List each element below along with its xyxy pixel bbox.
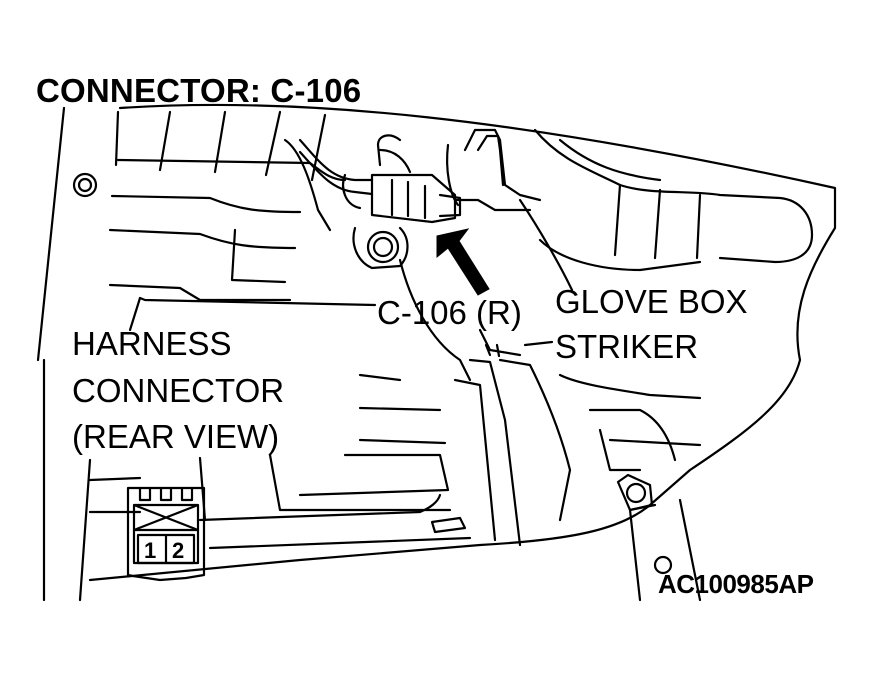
dashboard-outline <box>36 106 66 362</box>
connector-id-label: C-106 (R) <box>377 294 522 331</box>
glove-box-label-line2: STRIKER <box>555 328 699 365</box>
connector-body <box>370 173 457 224</box>
bolt-lower-right <box>625 482 647 504</box>
harness-label-line3: (REAR VIEW) <box>72 418 280 455</box>
bracket-oval <box>430 516 467 534</box>
harness-label-line2: CONNECTOR <box>72 372 285 409</box>
bolt-center <box>366 230 400 264</box>
diagram-title: CONNECTOR: C-106 <box>36 72 362 109</box>
glove-box-label-line1: GLOVE BOX <box>555 283 748 320</box>
harness-wire <box>298 138 374 182</box>
leader-glove-box <box>518 198 574 292</box>
pointer-arrow <box>436 228 490 296</box>
bolt-left <box>72 172 98 198</box>
figure-code: AC100985AP <box>658 569 814 599</box>
harness-label-line1: HARNESS <box>72 325 232 362</box>
glove-box-striker <box>463 128 542 202</box>
leader-connector <box>138 296 377 307</box>
pin-1-label: 1 <box>144 538 156 563</box>
connector-face <box>126 486 206 582</box>
pin-2-label: 2 <box>172 538 184 563</box>
